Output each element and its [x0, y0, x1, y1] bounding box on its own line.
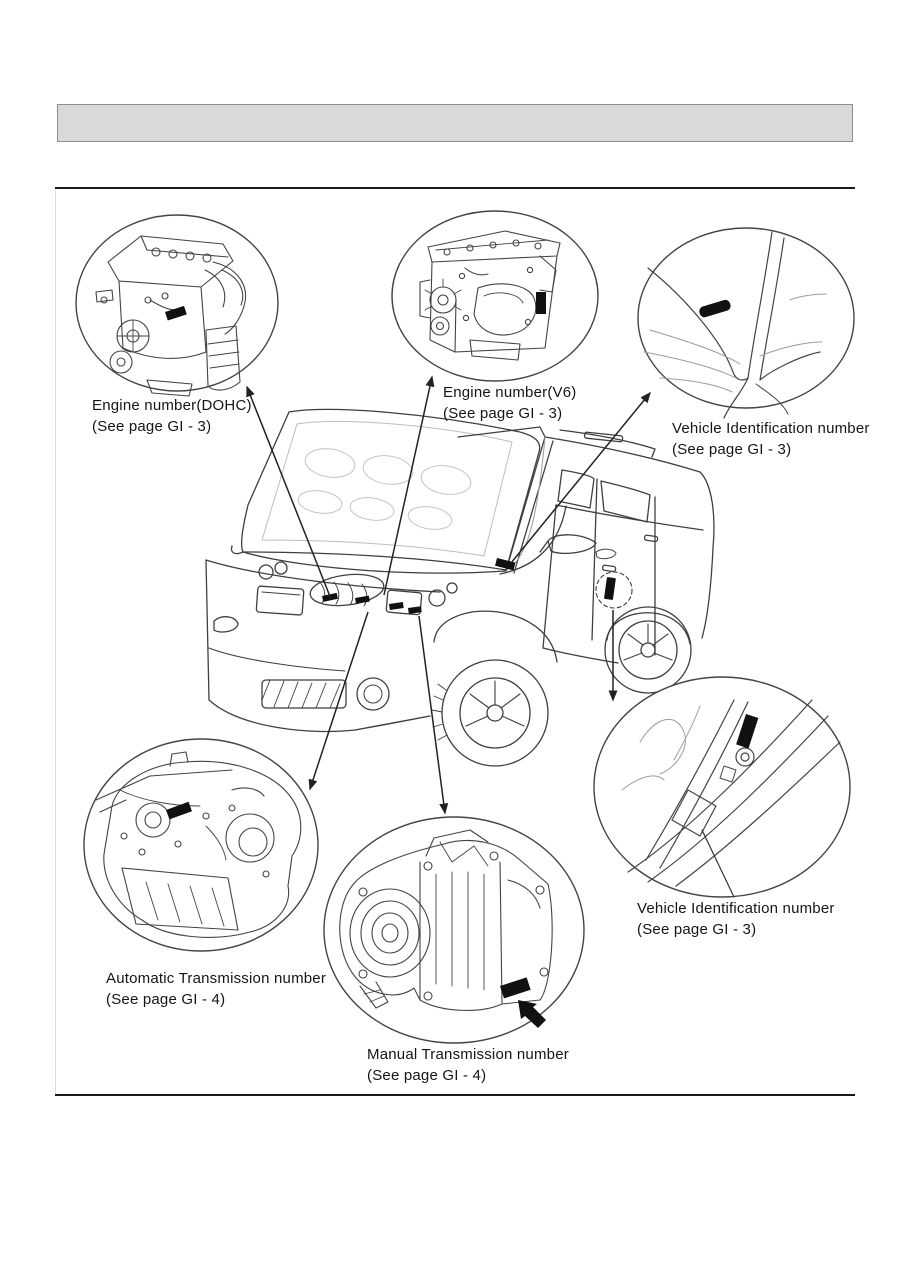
label-engine-v6-line2: (See page GI - 3) — [443, 405, 563, 422]
callout-circle-vin-windshield — [637, 227, 855, 419]
car-illustration — [205, 408, 715, 767]
label-engine-v6: Engine number(V6) (See page GI - 3) — [443, 382, 576, 424]
callout-circle-vin-doorsill — [593, 676, 851, 898]
label-transmission-manual-line1: Manual Transmission number — [367, 1046, 569, 1063]
label-vin-doorsill-line1: Vehicle Identification number — [637, 900, 835, 917]
label-transmission-manual: Manual Transmission number (See page GI … — [367, 1044, 569, 1086]
label-vin-windshield-line2: (See page GI - 3) — [672, 441, 792, 458]
label-vin-windshield-line1: Vehicle Identification number — [672, 420, 870, 437]
label-engine-dohc-line2: (See page GI - 3) — [92, 418, 212, 435]
arrow-to-mt-circle — [418, 615, 449, 815]
label-vin-windshield: Vehicle Identification number (See page … — [672, 418, 870, 460]
label-engine-v6-line1: Engine number(V6) — [443, 384, 577, 401]
label-transmission-auto-line2: (See page GI - 4) — [106, 991, 226, 1008]
label-engine-dohc: Engine number(DOHC) (See page GI - 3) — [92, 395, 252, 437]
arrow-to-dohc-circle — [246, 385, 332, 600]
plate-leader-line — [701, 829, 735, 898]
pointer-arrows — [246, 375, 651, 815]
figure-bottom-rule — [55, 1094, 855, 1096]
section-header-bar — [57, 104, 853, 142]
figure-top-rule — [55, 187, 855, 189]
label-transmission-auto-line1: Automatic Transmission number — [106, 970, 327, 987]
figure-left-border — [55, 190, 56, 1094]
label-vin-doorsill: Vehicle Identification number (See page … — [637, 898, 835, 940]
callout-circle-engine-v6 — [391, 210, 599, 382]
label-engine-dohc-line1: Engine number(DOHC) — [92, 397, 252, 414]
callout-circle-automatic-transmission — [83, 738, 319, 952]
callout-circle-manual-transmission — [323, 816, 585, 1044]
callout-circle-engine-dohc — [75, 214, 279, 397]
black-pointer-arrow — [518, 1000, 546, 1028]
label-transmission-auto: Automatic Transmission number (See page … — [106, 968, 326, 1010]
label-vin-doorsill-line2: (See page GI - 3) — [637, 921, 757, 938]
arrow-to-vin-windshield-circle — [510, 391, 651, 564]
label-transmission-manual-line2: (See page GI - 4) — [367, 1067, 487, 1084]
arrow-to-at-circle — [308, 611, 369, 791]
arrow-to-v6-circle — [383, 375, 435, 596]
